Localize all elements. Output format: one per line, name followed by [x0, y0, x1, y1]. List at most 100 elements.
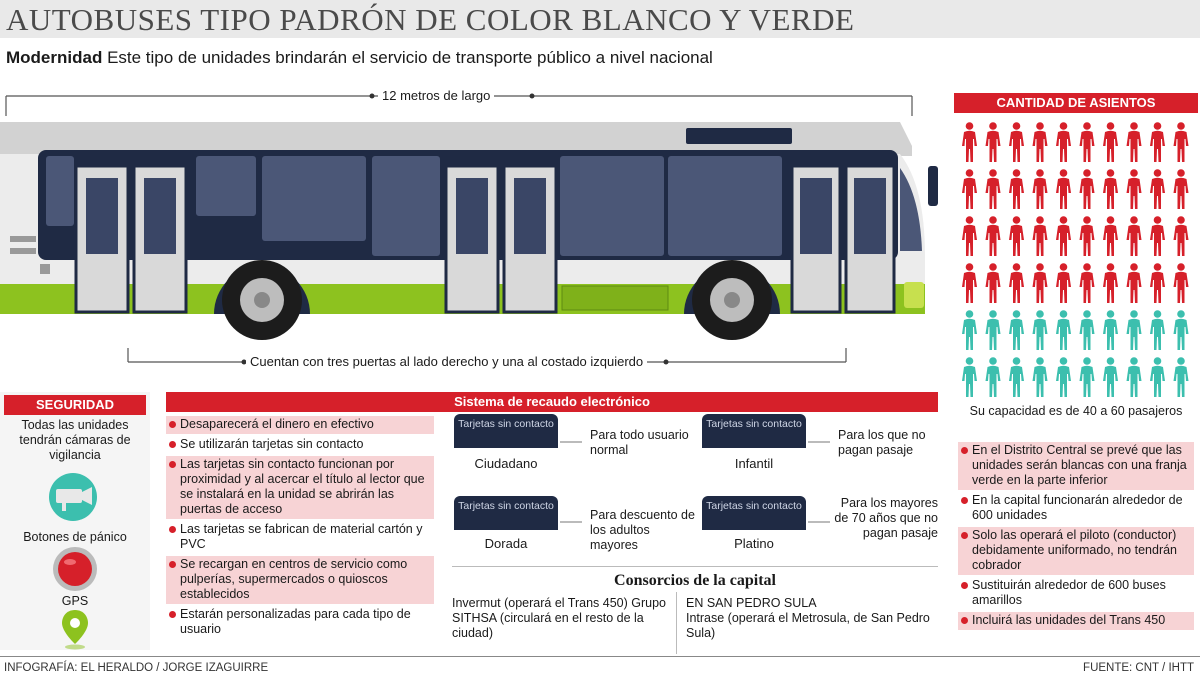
standing-passenger-icon — [1009, 310, 1024, 350]
seated-passenger-icon — [1150, 216, 1165, 256]
seated-passenger-icon — [1079, 263, 1095, 303]
seat-pictogram-grid — [958, 122, 1190, 409]
seated-passenger-icon — [962, 216, 977, 256]
seated-passenger-icon — [1056, 216, 1071, 256]
standing-passenger-icon — [985, 310, 1001, 350]
recaudo-bullet-item: Se recargan en centros de servicio como … — [166, 556, 434, 604]
recaudo-bullet-list: Desaparecerá el dinero en efectivo Se uti… — [166, 416, 434, 641]
wheel-rear — [222, 260, 302, 340]
note-item: Solo las operará el piloto (conductor) d… — [958, 527, 1194, 575]
seated-passenger-icon — [1103, 263, 1118, 303]
page-title: AUTOBUSES TIPO PADRÓN DE COLOR BLANCO Y … — [6, 2, 855, 37]
bus-roof — [0, 122, 912, 156]
recaudo-bullet-item: Las tarjetas se fabrican de material car… — [166, 521, 434, 554]
seated-passenger-icon — [1126, 216, 1142, 256]
seated-passenger-icon — [1032, 169, 1048, 209]
standing-passenger-icon — [1150, 357, 1165, 397]
card-name-ciudadano: Ciudadano — [474, 456, 538, 471]
footer-source: FUENTE: CNT / IHTT — [1083, 662, 1194, 674]
cameras-text: Todas las unidades tendrán cámaras de vi… — [19, 418, 131, 462]
seated-passenger-icon — [1056, 122, 1071, 162]
recaudo-bullet-item: Las tarjetas sin contacto funcionan por … — [166, 456, 434, 519]
seated-passenger-icon — [1173, 122, 1189, 162]
seated-passenger-icon — [962, 263, 977, 303]
standing-passenger-icon — [1126, 310, 1142, 350]
seated-passenger-icon — [1126, 122, 1142, 162]
card-platino: Tarjetas sin contacto — [702, 496, 806, 530]
standing-passenger-icon — [1056, 357, 1071, 397]
seated-passenger-icon — [1032, 263, 1048, 303]
seated-passenger-icon — [1079, 122, 1095, 162]
card-connectors — [560, 441, 830, 523]
wheel-front — [692, 260, 772, 340]
consorcios-capital: Invermut (operará el Trans 450) Grupo SI… — [452, 596, 666, 640]
seated-passenger-icon — [1173, 216, 1189, 256]
card-ciudadano: Tarjetas sin contacto — [454, 414, 558, 448]
pictogram-svg — [962, 122, 1189, 397]
seated-passenger-icon — [1079, 216, 1095, 256]
doors-label: Cuentan con tres puertas al lado derecho… — [246, 354, 648, 369]
sps-title: EN SAN PEDRO SULA — [686, 596, 817, 610]
standing-passenger-icon — [962, 310, 977, 350]
seated-passenger-icon — [1126, 263, 1142, 303]
panic-button-icon — [53, 547, 97, 591]
seated-passenger-icon — [1032, 122, 1048, 162]
card-desc-dorada: Para descuento de los adultos mayores — [590, 508, 695, 552]
seated-passenger-icon — [1056, 263, 1071, 303]
length-label: 12 metros de largo — [378, 88, 495, 103]
security-panel — [0, 392, 150, 650]
seated-passenger-icon — [1056, 169, 1071, 209]
seated-passenger-icon — [1103, 169, 1118, 209]
card-desc-platino: Para los mayores de 70 años que no pagan… — [834, 496, 938, 540]
recaudo-bullet-item: Estarán personalizadas para cada tipo de… — [166, 606, 434, 639]
card-desc-infantil: Para los que no pagan pasaje — [838, 428, 926, 457]
note-item: En la capital funcionarán alrededor de 6… — [958, 492, 1194, 525]
standing-passenger-icon — [1173, 357, 1189, 397]
seated-passenger-icon — [985, 169, 1001, 209]
seated-passenger-icon — [1103, 216, 1118, 256]
title-bar — [0, 0, 1200, 38]
card-desc-ciudadano: Para todo usuario normal — [590, 428, 689, 457]
note-item: En el Distrito Central se prevé que las … — [958, 442, 1194, 490]
seated-passenger-icon — [985, 263, 1001, 303]
seated-passenger-icon — [1009, 169, 1024, 209]
subtitle-bold: Modernidad — [6, 48, 103, 67]
seated-passenger-icon — [1150, 169, 1165, 209]
card-name-dorada: Dorada — [484, 536, 528, 551]
seated-passenger-icon — [1009, 263, 1024, 303]
recaudo-bullet-item: Desaparecerá el dinero en efectivo — [166, 416, 434, 434]
standing-passenger-icon — [1126, 357, 1142, 397]
standing-passenger-icon — [1009, 357, 1024, 397]
seated-passenger-icon — [1009, 122, 1024, 162]
consorcios-divider — [676, 592, 677, 654]
standing-passenger-icon — [1032, 357, 1048, 397]
seated-passenger-icon — [1173, 263, 1189, 303]
seated-passenger-icon — [962, 169, 977, 209]
camera-icon — [49, 473, 97, 521]
seated-passenger-icon — [1079, 169, 1095, 209]
standing-passenger-icon — [1103, 310, 1118, 350]
panic-text: Botones de pánico — [23, 530, 127, 544]
card-name-infantil: Infantil — [734, 456, 774, 471]
standing-passenger-icon — [1079, 310, 1095, 350]
standing-passenger-icon — [1173, 310, 1189, 350]
recaudo-bullet-item: Se utilizarán tarjetas sin contacto — [166, 436, 434, 454]
seated-passenger-icon — [1150, 122, 1165, 162]
standing-passenger-icon — [985, 357, 1001, 397]
standing-passenger-icon — [1032, 310, 1048, 350]
seated-passenger-icon — [1103, 122, 1118, 162]
standing-passenger-icon — [1079, 357, 1095, 397]
seated-passenger-icon — [985, 216, 1001, 256]
note-item: Incluirá las unidades del Trans 450 — [958, 612, 1194, 630]
capacity-caption: Su capacidad es de 40 a 60 pasajeros — [969, 404, 1183, 418]
gps-pin-icon — [62, 610, 88, 650]
standing-passenger-icon — [1150, 310, 1165, 350]
security-header: SEGURIDAD — [4, 395, 146, 415]
seated-passenger-icon — [962, 122, 977, 162]
recaudo-header: Sistema de recaudo electrónico — [166, 392, 938, 412]
footer-credit: INFOGRAFÍA: EL HERALDO / JORGE IZAGUIRRE — [4, 662, 269, 674]
standing-passenger-icon — [1103, 357, 1118, 397]
card-infantil: Tarjetas sin contacto — [702, 414, 806, 448]
seats-header: CANTIDAD DE ASIENTOS — [954, 93, 1198, 113]
standing-passenger-icon — [962, 357, 977, 397]
